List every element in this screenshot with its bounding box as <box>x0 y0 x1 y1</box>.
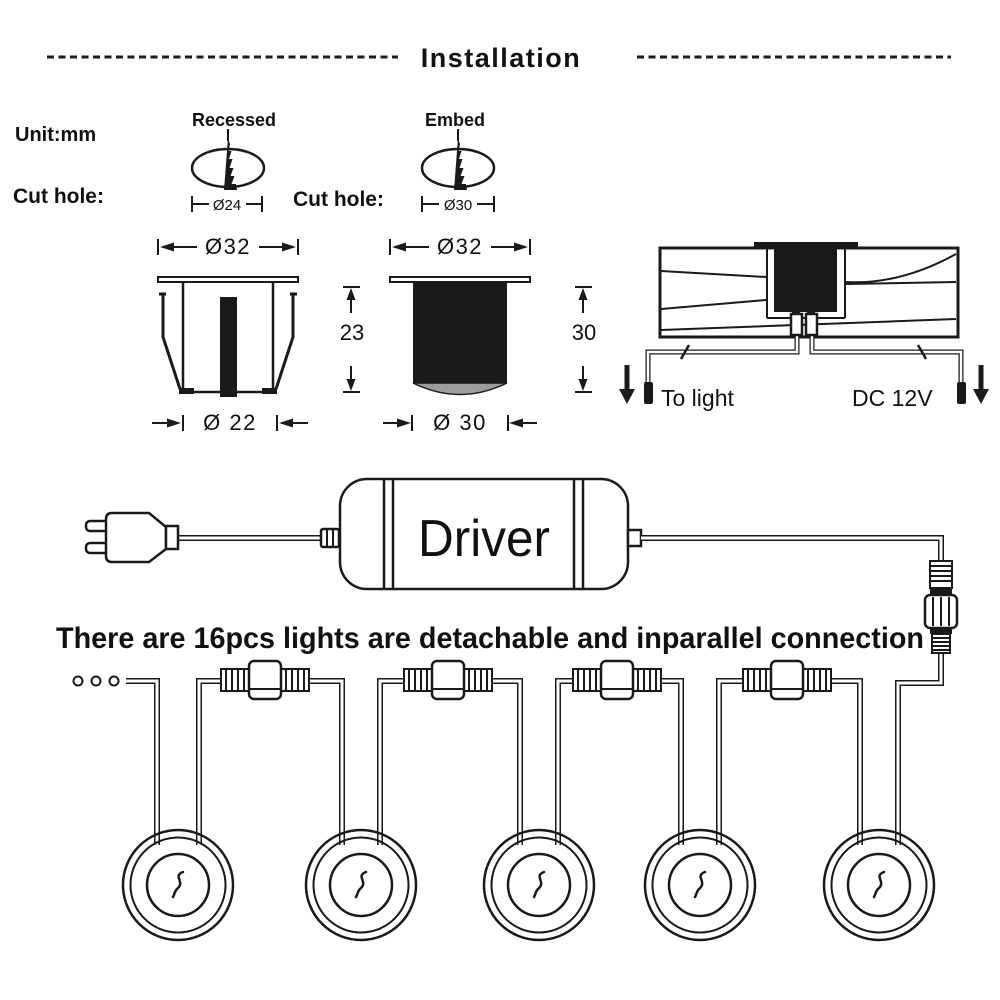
cable-break-mark-left <box>679 344 691 360</box>
recessed-fixture-diagram: Ø32 Ø 22 23 <box>152 234 364 435</box>
recessed-label: Recessed <box>192 110 276 130</box>
dc-12v-label: DC 12V <box>852 385 933 411</box>
embed-hole-icon: Ø30 <box>420 128 496 214</box>
embed-top-diameter: Ø32 <box>437 234 483 259</box>
cable-end-left <box>644 382 653 404</box>
parallel-note: There are 16pcs lights are detachable an… <box>56 622 924 655</box>
embed-label: Embed <box>425 110 485 130</box>
deck-fixture-flange <box>754 242 858 249</box>
recessed-top-diameter: Ø32 <box>205 234 251 259</box>
deck-light <box>822 828 936 942</box>
inline-connector <box>219 659 311 701</box>
inline-connector <box>571 659 663 701</box>
recessed-hole-icon: Ø24 <box>190 128 266 214</box>
deck-light <box>482 828 596 942</box>
driver-input-nub <box>319 527 341 549</box>
cut-hole-label-left: Cut hole: <box>13 185 104 208</box>
driver-unit: Driver <box>319 477 643 591</box>
plug-body <box>104 511 168 564</box>
embed-fixture-diagram: Ø32 Ø 30 30 <box>383 234 596 435</box>
light-string-bus <box>72 659 936 942</box>
continuation-dot <box>90 675 102 687</box>
deck-light <box>643 828 757 942</box>
power-plug <box>84 511 321 564</box>
cut-hole-label-right: Cut hole: <box>293 188 384 211</box>
deck-light <box>304 828 418 942</box>
embed-hole-dim-line <box>421 196 495 212</box>
driver-output-nub <box>626 528 643 548</box>
recessed-hole-diameter: Ø24 <box>213 197 241 214</box>
to-light-label: To light <box>661 385 734 411</box>
driver-label: Driver <box>418 510 550 568</box>
driver-end-bands <box>382 480 585 588</box>
fixture-wire-stub <box>789 312 804 337</box>
down-arrow-right <box>973 365 989 404</box>
inline-connector <box>402 659 494 701</box>
cable-break-mark-right <box>916 344 928 360</box>
embed-height: 30 <box>572 320 596 345</box>
dc-plug-connector <box>923 560 959 654</box>
embed-bottom-diameter: Ø 30 <box>433 410 487 435</box>
recessed-bottom-diameter: Ø 22 <box>203 410 257 435</box>
page-title: Installation <box>421 43 582 73</box>
driver-output-cable <box>641 535 944 561</box>
deck-cross-section: To light DC 12V <box>619 242 989 411</box>
unit-label: Unit:mm <box>15 124 96 146</box>
deck-light <box>121 828 235 942</box>
plug-neck <box>164 524 180 551</box>
embed-lens <box>412 382 508 396</box>
cable-end-right <box>957 382 966 404</box>
deck-light-fixture <box>774 249 837 312</box>
continuation-dot <box>72 675 84 687</box>
embed-hole-diameter: Ø30 <box>444 197 472 214</box>
inline-connector <box>741 659 833 701</box>
recessed-hole-dim-line <box>191 196 263 212</box>
down-arrow-left <box>619 365 635 404</box>
fixture-wire-stub <box>804 312 819 337</box>
recessed-height: 23 <box>340 320 364 345</box>
continuation-dot <box>108 675 120 687</box>
